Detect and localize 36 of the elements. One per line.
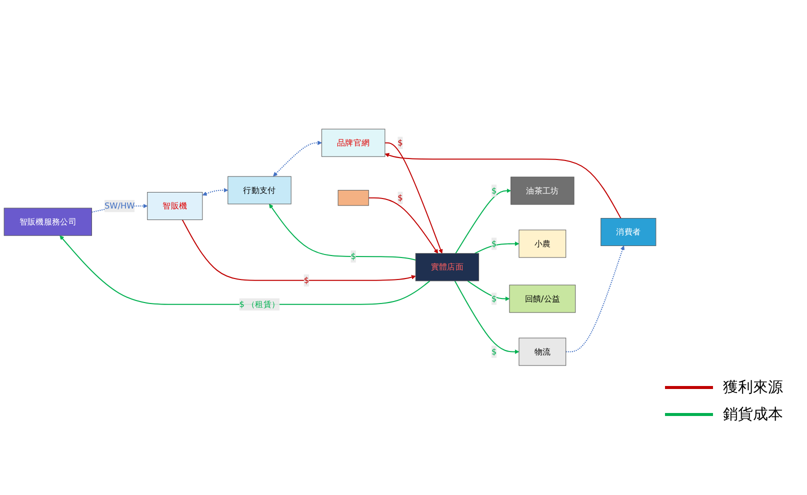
edge-label: $ — [492, 186, 497, 196]
edge-label: $ — [350, 252, 356, 262]
node-box: 回饋/公益 — [509, 284, 576, 313]
legend-label: 銷貨成本 — [723, 405, 783, 424]
edge-label: $ — [304, 276, 310, 286]
arrow — [269, 204, 416, 261]
arrow — [182, 220, 416, 282]
arrow — [384, 142, 443, 254]
node-box: 消費者 — [600, 218, 656, 246]
node-box: 實體店面 — [415, 253, 480, 282]
node-box: 行動支付 — [228, 176, 292, 204]
node-box: 智販機 — [147, 192, 203, 220]
edge-label: $ — [492, 294, 497, 304]
arrow — [202, 188, 228, 196]
node-box: 品牌官網 — [322, 129, 386, 158]
node-box: 智販機服務公司 — [4, 208, 92, 236]
edge-label: $ （租賃） — [239, 299, 280, 310]
node-box: 小農 — [518, 230, 566, 258]
edge-label: SW/HW — [104, 201, 135, 211]
legend-label: 獲利來源 — [723, 378, 783, 397]
edge-label: $ — [492, 346, 497, 357]
node-box: 物流 — [518, 338, 566, 366]
arrow — [566, 246, 625, 352]
node-box — [338, 190, 369, 206]
node-box: 油茶工坊 — [510, 176, 574, 205]
arrow — [454, 280, 520, 354]
arrow — [368, 198, 438, 254]
arrow — [467, 280, 510, 302]
arrow — [384, 153, 622, 219]
edge-label: $ — [398, 192, 403, 203]
arrow — [60, 236, 430, 306]
arrow — [474, 242, 520, 254]
arrow — [273, 140, 322, 177]
arrow — [455, 188, 512, 254]
edge-label: $ — [398, 138, 403, 148]
edge-label: $ — [492, 238, 497, 249]
